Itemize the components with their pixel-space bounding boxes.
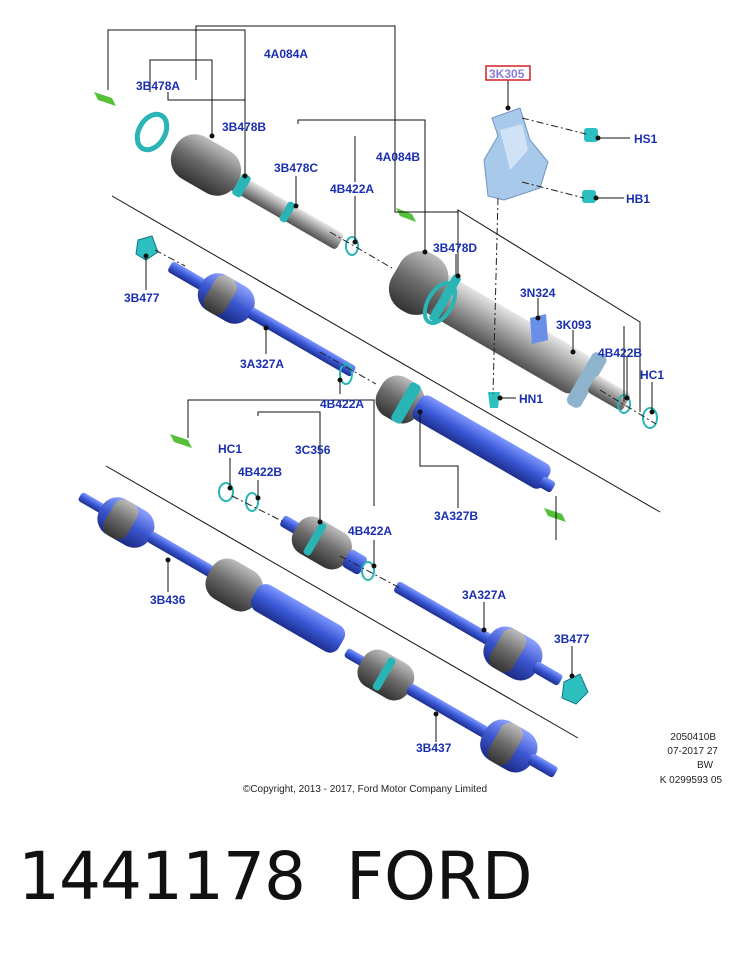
highlight-box	[485, 65, 531, 81]
part-number: 1441178	[18, 838, 306, 915]
label-3B436: 3B436	[150, 593, 186, 607]
meta-line: 2050410B	[670, 732, 716, 743]
label-3N324: 3N324	[520, 286, 556, 300]
label-HN1: HN1	[519, 392, 543, 406]
brand-name: FORD	[346, 838, 533, 915]
copyright-text: ©Copyright, 2013 - 2017, Ford Motor Comp…	[243, 784, 487, 795]
circlip-HC1-right	[642, 407, 658, 429]
driveshaft-3B437	[344, 648, 558, 778]
ring-3B478A	[134, 111, 170, 153]
ring-3B478D	[422, 281, 458, 325]
driveshaft-3A327A-lower	[394, 581, 589, 705]
alignment-line	[492, 197, 499, 395]
marker-icon	[94, 92, 116, 106]
label-4B422B: 4B422B	[598, 346, 642, 360]
label-HC1: HC1	[640, 368, 664, 382]
label-4B422A: 4B422A	[348, 524, 392, 538]
circlip-4B422B-left	[245, 492, 259, 512]
label-3B477: 3B477	[124, 291, 160, 305]
meta-line: 07-2017 27	[667, 746, 718, 757]
label-4B422A: 4B422A	[330, 182, 374, 196]
circlip-4B422A	[345, 236, 359, 256]
alignment-line	[599, 389, 657, 425]
circlip-HC1-left	[218, 482, 234, 502]
bracket-3K305	[483, 107, 598, 408]
label-3B478A: 3B478A	[136, 79, 180, 93]
label-4A084B: 4A084B	[376, 150, 420, 164]
label-3C356: 3C356	[295, 443, 331, 457]
label-4A084A: 4A084A	[264, 47, 308, 61]
driveshaft-lower-left	[78, 492, 346, 653]
circlip-4B422A-lower	[361, 561, 375, 581]
meta-line: BW	[697, 760, 714, 771]
label-HS1: HS1	[634, 132, 658, 146]
separator-line	[105, 465, 579, 739]
marker-icon	[396, 208, 416, 222]
nut-3B477-bottom	[561, 673, 589, 705]
label-4B422A: 4B422A	[320, 397, 364, 411]
cv-joint-3C356	[218, 482, 375, 581]
label-3K305: 3K305	[489, 67, 525, 81]
alignment-line	[231, 495, 285, 523]
alignment-line	[319, 351, 377, 385]
leader-dots	[143, 105, 655, 717]
marker-icon	[544, 508, 566, 522]
label-3A327A: 3A327A	[462, 588, 506, 602]
label-3A327B: 3A327B	[434, 509, 478, 523]
alignment-line	[521, 117, 587, 135]
label-3B478D: 3B478D	[433, 241, 477, 255]
intermediate-shaft-assembly	[134, 111, 658, 429]
alignment-line	[154, 249, 186, 267]
alignment-line	[329, 231, 393, 269]
label-3K093: 3K093	[556, 318, 592, 332]
label-3B477: 3B477	[554, 632, 590, 646]
marker-icon	[170, 434, 192, 448]
label-3B437: 3B437	[416, 741, 452, 755]
meta-line: K 0299593 05	[660, 775, 723, 786]
exploded-diagram: 4A084A 3B478A 3B478B 3B478C 4A084B 4B422…	[78, 25, 723, 795]
label-HC1: HC1	[218, 442, 242, 456]
alignment-line	[521, 181, 585, 199]
label-3B478B: 3B478B	[222, 120, 266, 134]
nut-3B477-top	[135, 235, 159, 261]
circlip-4B422A-upper	[339, 363, 353, 385]
label-3A327A: 3A327A	[240, 357, 284, 371]
label-HB1: HB1	[626, 192, 650, 206]
leader-lines	[107, 25, 653, 742]
label-3B478C: 3B478C	[274, 161, 318, 175]
alignment-line	[339, 555, 401, 589]
separator-line	[111, 195, 661, 513]
label-4B422B: 4B422B	[238, 465, 282, 479]
driveshaft-upper	[135, 235, 556, 493]
